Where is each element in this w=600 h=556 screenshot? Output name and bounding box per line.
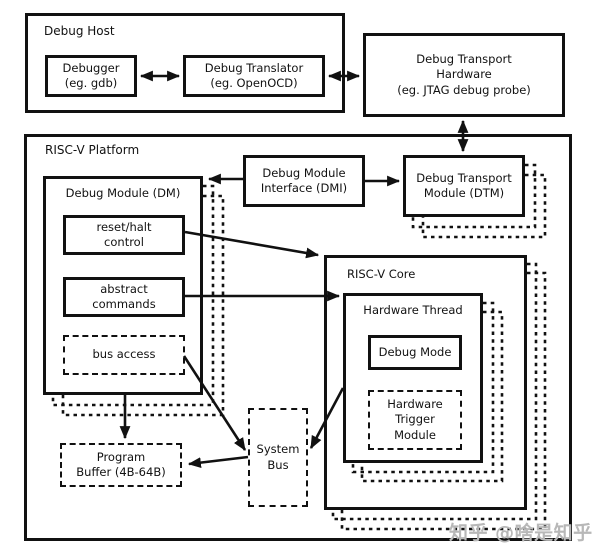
dmi-label: Debug Module Interface (DMI) (260, 165, 348, 195)
debug-transport-hardware-label: Debug Transport Hardware (eg. JTAG debug… (397, 52, 531, 97)
debugger-box: Debugger (eg. gdb) (45, 55, 137, 97)
program-buffer-label: Program Buffer (4B-64B) (76, 449, 166, 479)
hardware-trigger-module-label: Hardware Trigger Module (387, 397, 443, 442)
bus-access-label: bus access (92, 347, 156, 362)
system-bus-label: System Bus (256, 442, 300, 472)
debugger-label: Debugger (eg. gdb) (62, 60, 120, 90)
risc-v-platform-label: RISC-V Platform (45, 143, 140, 157)
dtm-box: Debug Transport Module (DTM) (403, 155, 525, 217)
bus-access-box: bus access (63, 335, 185, 375)
hardware-trigger-module-box: Hardware Trigger Module (368, 390, 462, 450)
debug-transport-hardware-box: Debug Transport Hardware (eg. JTAG debug… (363, 33, 565, 117)
debug-mode-box: Debug Mode (368, 335, 462, 370)
zhihu-watermark: 知乎 @啥是知乎 (449, 522, 593, 544)
debug-translator-box: Debug Translator (eg. OpenOCD) (183, 55, 325, 97)
dtm-label: Debug Transport Module (DTM) (416, 170, 512, 200)
debug-mode-label: Debug Mode (378, 344, 452, 359)
system-bus-box: System Bus (248, 408, 308, 507)
program-buffer-box: Program Buffer (4B-64B) (60, 443, 182, 487)
reset-halt-control-label: reset/halt control (96, 219, 152, 249)
risc-v-core-label: RISC-V Core (347, 267, 416, 281)
debug-translator-label: Debug Translator (eg. OpenOCD) (204, 60, 304, 90)
dmi-box: Debug Module Interface (DMI) (243, 155, 365, 207)
debug-host-label: Debug Host (44, 24, 115, 38)
hardware-thread-label: Hardware Thread (363, 303, 463, 317)
debug-module-label: Debug Module (DM) (65, 186, 181, 200)
reset-halt-control-box: reset/halt control (63, 215, 185, 255)
abstract-commands-label: abstract commands (92, 281, 156, 311)
abstract-commands-box: abstract commands (63, 277, 185, 317)
